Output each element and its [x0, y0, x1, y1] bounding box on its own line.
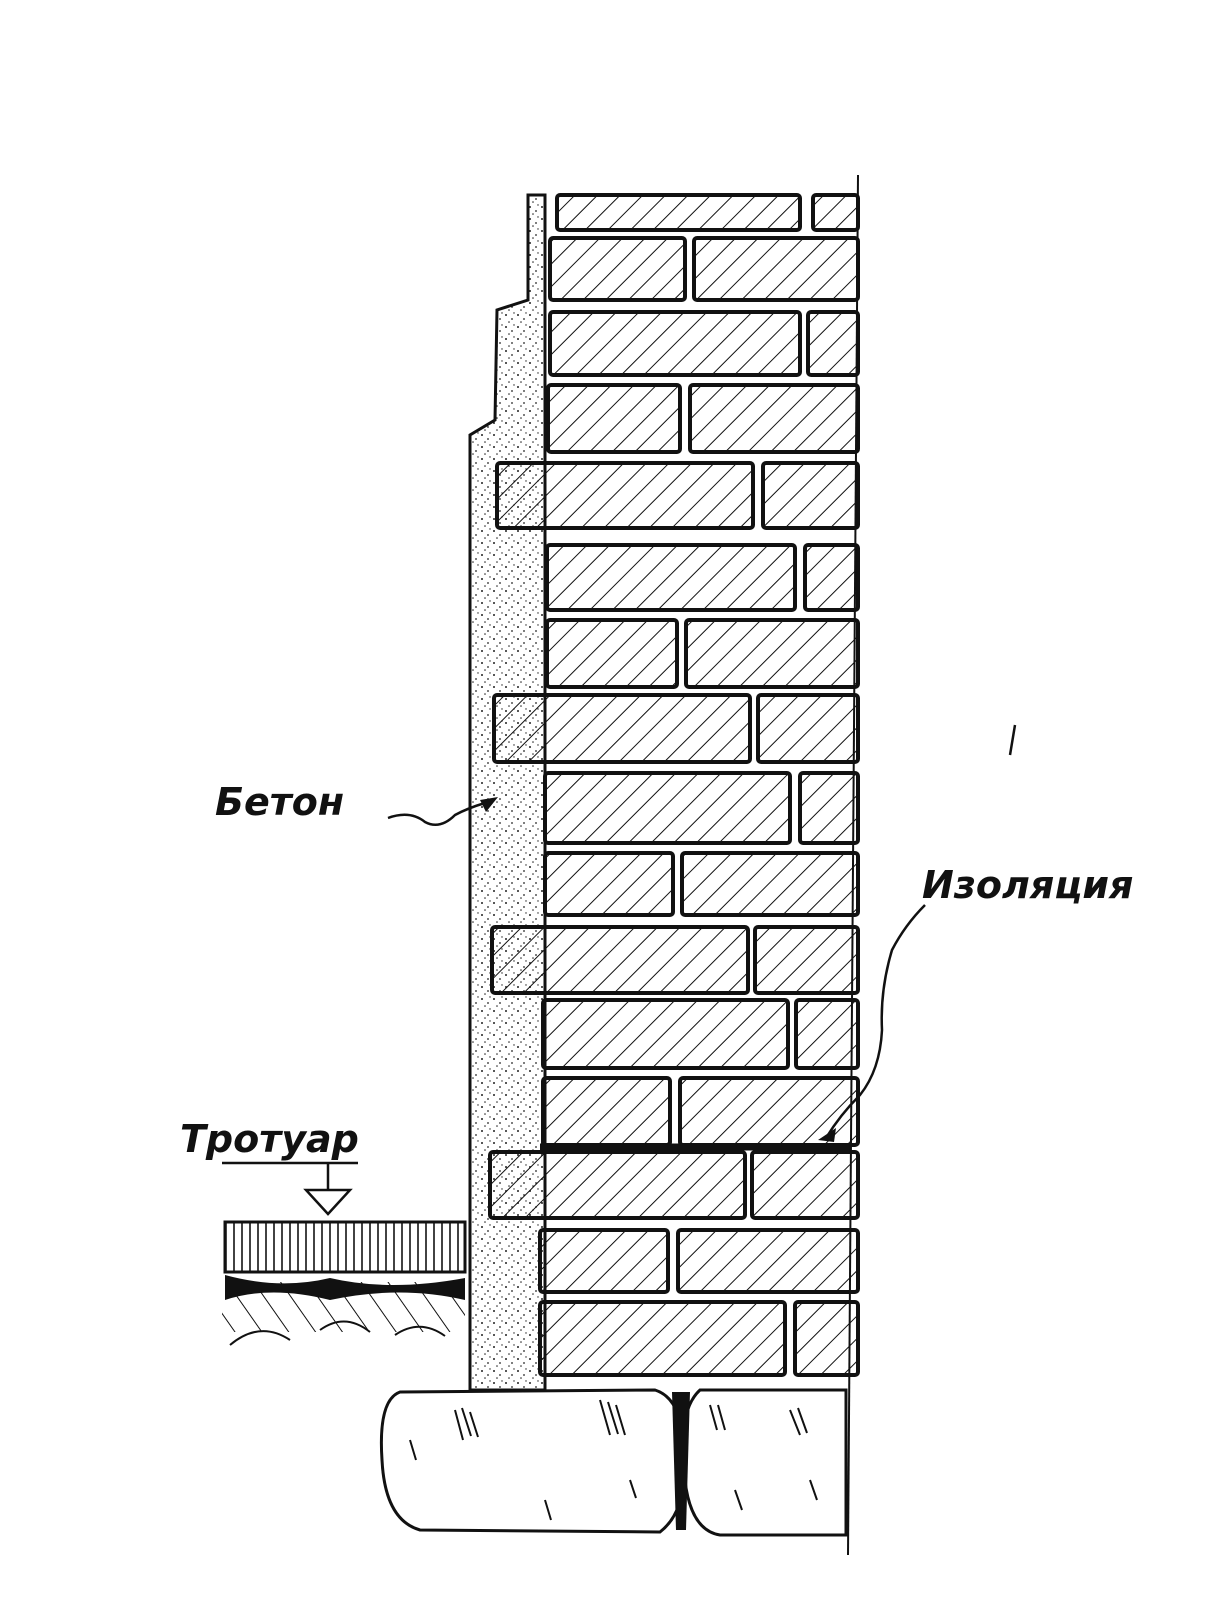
- brick: [488, 1150, 747, 1220]
- brick: [538, 1300, 787, 1377]
- brick: [495, 461, 755, 530]
- insulation-leader: [824, 904, 926, 1139]
- concrete-leader: [387, 801, 486, 827]
- brick: [548, 310, 802, 377]
- brick: [490, 925, 750, 995]
- brick: [492, 693, 752, 764]
- brick: [684, 618, 860, 689]
- brick: [753, 925, 860, 995]
- brick: [541, 998, 790, 1070]
- brick: [798, 771, 860, 845]
- brick: [793, 1300, 860, 1377]
- wall-right-edge: [847, 174, 859, 1556]
- stray-mark: [1008, 724, 1017, 756]
- brick-wall: [488, 193, 860, 1377]
- brick: [543, 851, 675, 917]
- insulation-leader-arrow: [818, 1128, 836, 1142]
- brick: [555, 193, 802, 232]
- label-sidewalk: Тротуар: [180, 1117, 359, 1161]
- brick: [680, 851, 860, 917]
- brick: [756, 693, 860, 764]
- brick: [546, 383, 682, 454]
- brick: [803, 543, 860, 612]
- brick: [543, 771, 792, 845]
- brick: [794, 998, 860, 1070]
- brick: [806, 310, 860, 377]
- brick: [692, 236, 860, 302]
- brick: [548, 236, 687, 302]
- brick: [541, 1076, 672, 1147]
- brick: [750, 1150, 860, 1220]
- brick: [688, 383, 860, 454]
- brick: [545, 618, 679, 689]
- sidewalk-level-marker: [222, 1161, 358, 1216]
- label-concrete: Бетон: [215, 780, 344, 824]
- brick: [538, 1228, 670, 1294]
- concrete-leader-arrow: [480, 797, 498, 812]
- sidewalk: [222, 1220, 467, 1346]
- foundation-stones: [379, 1388, 848, 1537]
- brick: [676, 1228, 860, 1294]
- brick: [811, 193, 860, 232]
- brick: [545, 543, 797, 612]
- label-insulation: Изоляция: [922, 863, 1133, 907]
- brick: [761, 461, 860, 530]
